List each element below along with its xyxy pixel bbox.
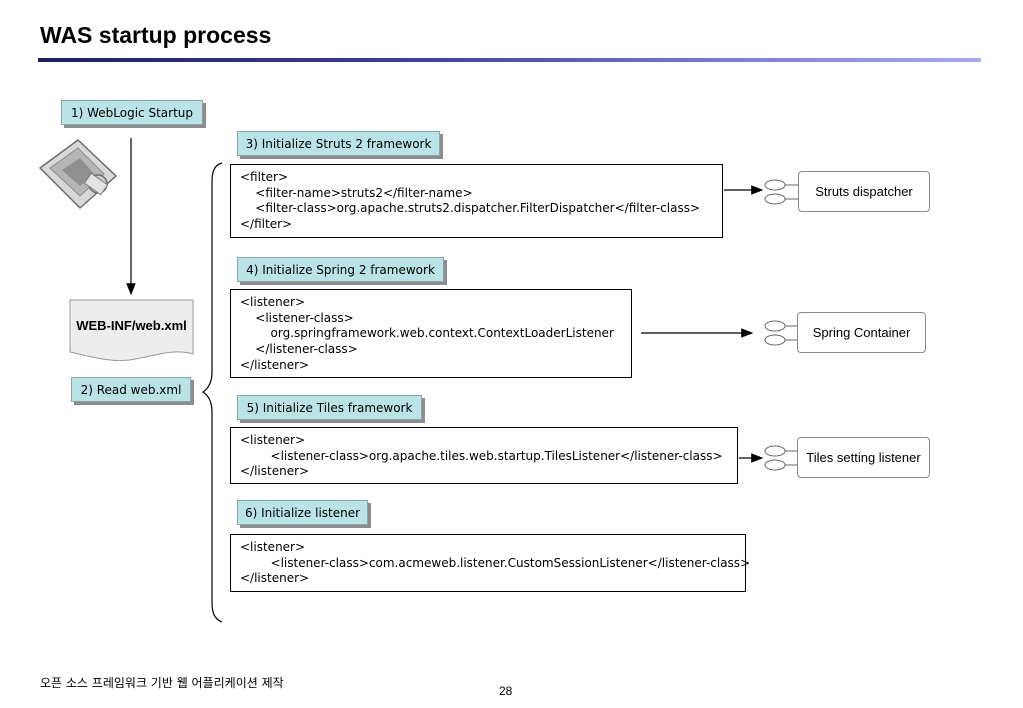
webxml-document-label: WEB-INF/web.xml [76, 318, 187, 333]
tiles-setting-listener-box: Tiles setting listener [797, 437, 930, 478]
page-number: 28 [499, 684, 513, 698]
step-weblogic-startup: 1) WebLogic Startup [61, 100, 203, 125]
step-read-webxml: 2) Read web.xml [71, 377, 191, 402]
connector-oval [764, 179, 786, 191]
connector-oval [764, 193, 786, 205]
step-initialize-spring: 4) Initialize Spring 2 framework [237, 257, 444, 282]
curly-brace [201, 162, 223, 623]
connector-oval [764, 445, 786, 457]
struts-filter-code: <filter> <filter-name>struts2</filter-na… [230, 164, 723, 238]
weblogic-logo-icon [38, 139, 118, 210]
custom-listener-code: <listener> <listener-class>com.acmeweb.l… [230, 534, 750, 592]
webxml-document-shape [69, 299, 194, 362]
title-underline [38, 58, 981, 62]
spring-container-box: Spring Container [797, 312, 926, 353]
connector-oval [764, 334, 786, 346]
footer-text: 오픈 소스 프레임워크 기반 웹 어플리케이션 제작 [40, 676, 284, 690]
page-title: WAS startup process [40, 22, 272, 48]
spring-listener-code: <listener> <listener-class> org.springfr… [230, 289, 632, 378]
connector-oval [764, 320, 786, 332]
step-initialize-listener: 6) Initialize listener [237, 500, 368, 525]
tiles-listener-code: <listener> <listener-class>org.apache.ti… [230, 427, 738, 484]
step-initialize-struts: 3) Initialize Struts 2 framework [237, 131, 440, 156]
step-initialize-tiles: 5) Initialize Tiles framework [237, 395, 422, 420]
connector-oval [764, 459, 786, 471]
struts-dispatcher-box: Struts dispatcher [798, 171, 930, 212]
